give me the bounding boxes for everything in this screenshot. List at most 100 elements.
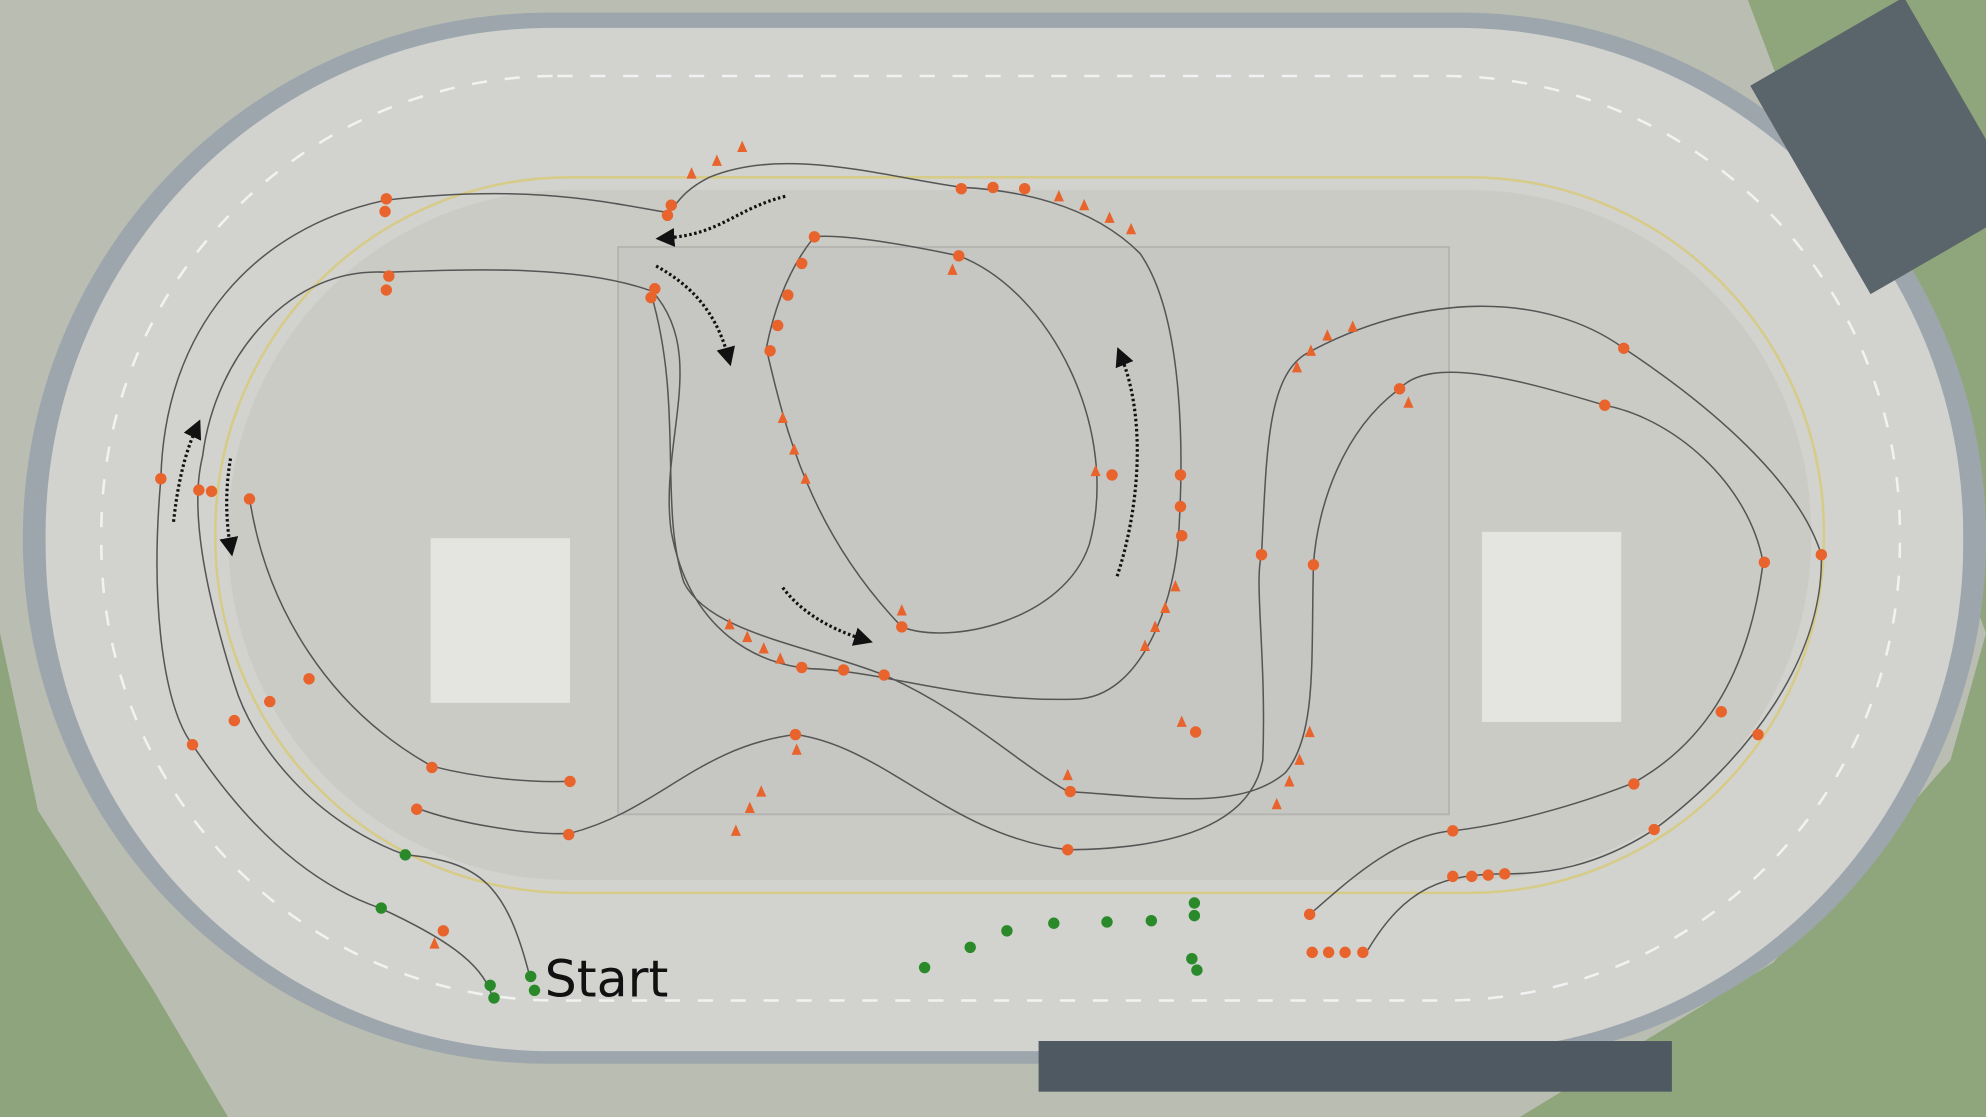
cone-marker-dot <box>1189 726 1202 738</box>
start-marker-dot <box>528 984 541 997</box>
traffic-cone-icon <box>789 443 800 455</box>
cone-marker-dot <box>1018 183 1031 195</box>
start-marker-dot <box>1145 915 1158 927</box>
start-marker-dot <box>1188 909 1201 922</box>
traffic-cone-icon <box>777 411 788 423</box>
direction-arrow <box>781 586 873 646</box>
cone-marker-dot <box>764 345 776 357</box>
traffic-cone-icon <box>429 937 440 949</box>
skidpad-area <box>617 246 1450 816</box>
cone-marker-dot <box>987 181 999 194</box>
lane-marking <box>100 74 1902 1002</box>
cone-marker-dot <box>1815 549 1828 561</box>
cone-marker-dot <box>243 493 256 505</box>
cone-marker-dot <box>782 289 794 301</box>
traffic-cone-icon <box>1079 198 1090 211</box>
cone-marker-dot <box>1322 946 1335 959</box>
cone-triangles <box>429 140 1414 949</box>
grandstand-corner <box>1750 0 1986 295</box>
traffic-cone-icon <box>686 167 697 179</box>
traffic-cone-icon <box>711 154 722 166</box>
traffic-cone-icon <box>1284 775 1295 787</box>
cone-marker-dot <box>661 209 674 221</box>
start-marker-dot <box>399 849 412 861</box>
traffic-cone-icon <box>1322 329 1333 341</box>
cone-marker-dot <box>1447 825 1459 837</box>
traffic-cone-icon <box>1104 211 1115 223</box>
traffic-cone-icon <box>1090 464 1101 477</box>
start-marker-dot <box>1186 952 1198 965</box>
cone-marker-dot <box>1752 728 1764 741</box>
cone-marker-dot <box>1174 500 1187 513</box>
cone-marker-dot <box>379 205 391 218</box>
cone-marker-dot <box>1357 946 1369 959</box>
traffic-cone-icon <box>730 824 741 836</box>
traffic-cone-icon <box>1170 580 1181 592</box>
start-marker-dot <box>1101 916 1113 928</box>
cone-marker-dot <box>1393 383 1406 395</box>
cone-marker-dot <box>789 728 802 741</box>
traffic-cone-icon <box>896 604 907 616</box>
start-marker-dot <box>484 979 496 991</box>
traffic-cone-icon <box>1291 360 1303 373</box>
direction-arrow <box>1115 347 1139 577</box>
cone-marker-dot <box>1306 946 1318 959</box>
cone-marker-dot <box>1758 556 1771 568</box>
cone-marker-dot <box>808 231 821 243</box>
cone-marker-dot <box>1339 946 1351 959</box>
traffic-cone-icon <box>1304 725 1315 738</box>
cone-marker-dot <box>1303 908 1316 921</box>
traffic-cone-icon <box>742 630 753 643</box>
traffic-cone-icon <box>1347 320 1358 332</box>
traffic-cone-icon <box>1271 797 1282 810</box>
cone-marker-dot <box>645 291 657 304</box>
traffic-cone-icon <box>744 801 755 814</box>
cone-marker-dot <box>380 284 393 296</box>
cone-marker-dot <box>1064 785 1076 798</box>
start-marker-dot <box>1001 925 1013 937</box>
cone-marker-dot <box>383 270 395 282</box>
direction-arrow <box>171 419 202 522</box>
cone-marker-dot <box>1482 869 1494 881</box>
start-marker-dot <box>375 902 387 914</box>
traffic-cone-icon <box>724 618 735 630</box>
cone-marker-dot <box>1062 844 1074 856</box>
cone-marker-dot <box>411 803 423 815</box>
traffic-cone-icon <box>1053 189 1064 202</box>
cone-marker-dot <box>562 828 575 841</box>
cone-marker-dot <box>205 485 218 498</box>
cone-marker-dot <box>1648 823 1660 836</box>
cone-marker-dot <box>953 250 965 262</box>
traffic-cone-icon <box>1125 222 1137 235</box>
cone-marker-dot <box>1599 399 1611 411</box>
cone-marker-dot <box>155 473 167 485</box>
cone-marker-dot <box>1174 469 1187 481</box>
direction-arrow <box>655 194 786 247</box>
cone-marker-dot <box>193 484 205 496</box>
cone-marker-dot <box>564 775 576 788</box>
traffic-cone-icon <box>756 785 767 797</box>
barrier-stack-right <box>1481 531 1622 722</box>
grandstand <box>1038 1041 1672 1092</box>
cone-marker-dot <box>1106 469 1118 481</box>
cone-marker-dot <box>878 669 890 681</box>
grass-area-left <box>0 633 228 1117</box>
cone-marker-dot <box>1447 870 1459 883</box>
cone-marker-dot <box>955 183 968 195</box>
cone-markers <box>155 181 1828 959</box>
start-marker-dot <box>1048 917 1060 929</box>
traffic-cone-icon <box>1160 601 1171 613</box>
cone-marker-dot <box>1618 342 1630 354</box>
cone-marker-dot <box>186 738 199 751</box>
traffic-cone-icon <box>1305 344 1316 356</box>
traffic-cone-icon <box>775 652 786 664</box>
start-marker-dot <box>964 941 976 953</box>
cone-marker-dot <box>437 925 450 937</box>
cone-marker-dot <box>1176 530 1188 542</box>
traffic-cone-icon <box>791 743 802 755</box>
cone-marker-dot <box>1466 870 1478 883</box>
cone-marker-dot <box>796 257 808 270</box>
traffic-cone-icon <box>1403 396 1414 408</box>
